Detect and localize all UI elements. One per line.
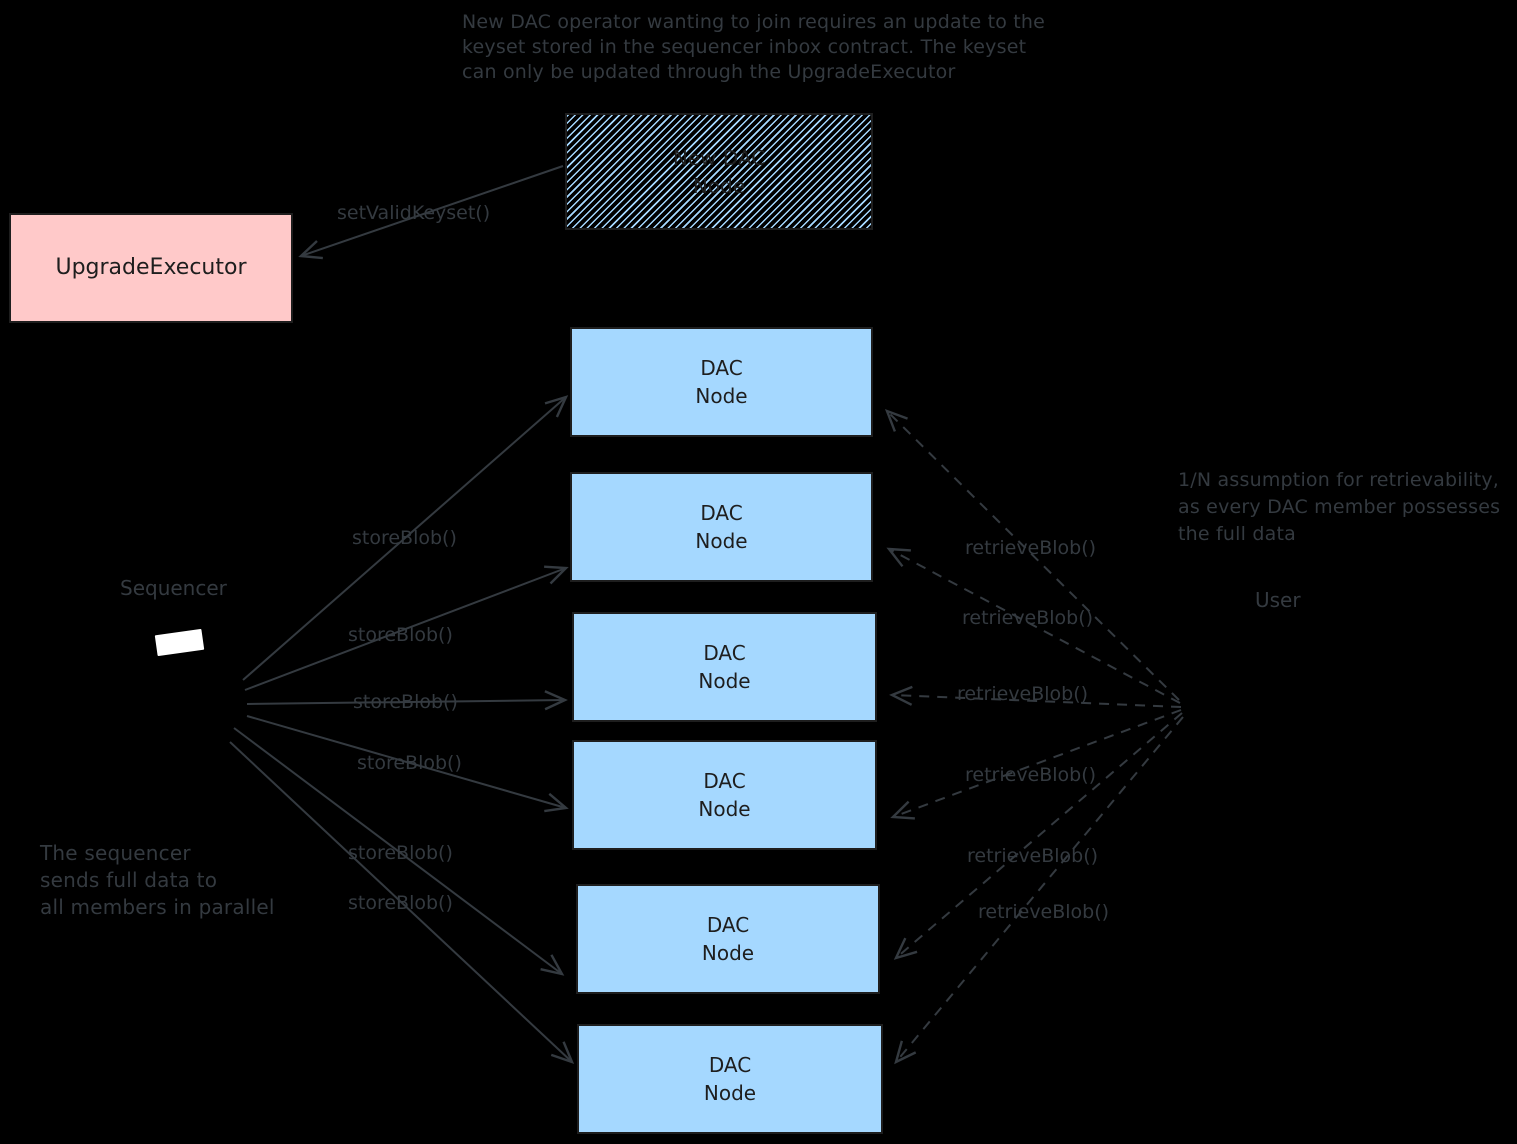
right-note: 1/N assumption for retrievability, as ev…	[1178, 469, 1501, 545]
upgrade-executor-label: UpgradeExecutor	[55, 255, 247, 280]
store-blob-label-5: storeBlob()	[348, 842, 453, 864]
retrieve-blob-label-4: retrieveBlob()	[965, 764, 1097, 786]
dac-node-label: DAC Node	[698, 641, 751, 693]
dac-node-box-1: DAC Node	[570, 327, 873, 437]
set-valid-keyset-label: setValidKeyset()	[337, 202, 491, 224]
store-blob-label-6: storeBlob()	[348, 892, 453, 914]
dac-node-box-5: DAC Node	[576, 884, 880, 994]
dac-node-label: DAC Node	[698, 769, 751, 821]
dac-node-box-3: DAC Node	[572, 612, 877, 722]
store-blob-label-3: storeBlob()	[353, 691, 458, 713]
retrieve-blob-label-5: retrieveBlob()	[967, 845, 1099, 867]
user-label: User	[1255, 588, 1301, 612]
dac-node-box-2: DAC Node	[570, 472, 873, 582]
retrieve-blob-label-2: retrieveBlob()	[962, 607, 1094, 629]
new-dac-node-label: New DAC Node	[672, 145, 766, 198]
new-dac-node-box: New DAC Node	[565, 113, 873, 230]
top-note: New DAC operator wanting to join require…	[462, 11, 1046, 83]
dac-node-label: DAC Node	[701, 913, 755, 965]
retrieve-blob-label-1: retrieveBlob()	[965, 537, 1097, 559]
dac-node-label: DAC Node	[695, 501, 748, 553]
sequencer-label: Sequencer	[120, 576, 227, 600]
retrieve-blob-label-3: retrieveBlob()	[957, 683, 1089, 705]
store-blob-label-2: storeBlob()	[348, 624, 453, 646]
store-blob-label-1: storeBlob()	[352, 527, 457, 549]
sequencer-laptop-icon	[154, 628, 205, 657]
bottom-left-note: The sequencer sends full data to all mem…	[40, 841, 275, 919]
dac-node-box-4: DAC Node	[572, 740, 877, 850]
store-blob-label-4: storeBlob()	[357, 752, 462, 774]
dac-node-label: DAC Node	[695, 356, 748, 408]
dac-node-label: DAC Node	[703, 1053, 757, 1105]
retrieve-blob-label-6: retrieveBlob()	[978, 901, 1110, 923]
dac-node-box-6: DAC Node	[577, 1024, 883, 1134]
upgrade-executor-box: UpgradeExecutor	[9, 213, 293, 323]
